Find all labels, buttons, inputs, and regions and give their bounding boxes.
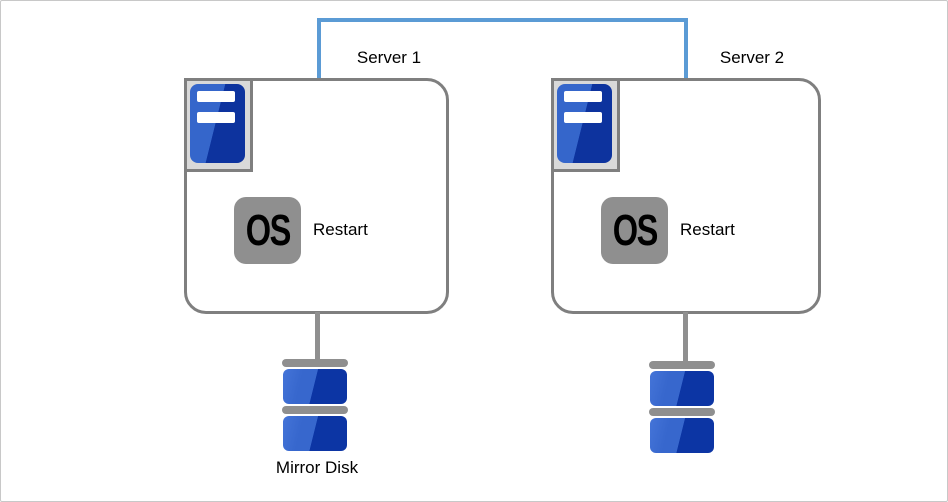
server-1-title: Server 1	[356, 48, 422, 67]
tower-slot-icon	[564, 112, 602, 123]
disk-spindle-bar	[282, 359, 348, 367]
interconnect-line-right-drop	[684, 18, 688, 78]
tower-slot-icon	[197, 112, 235, 123]
os-icon-label: OS	[245, 205, 291, 255]
disk-platter	[650, 418, 714, 453]
restart-label: Restart	[313, 220, 368, 239]
server-tower-icon	[184, 78, 253, 172]
server-tower-body	[190, 84, 245, 163]
disk-platter	[283, 416, 347, 451]
disk-spindle-bar	[649, 408, 715, 416]
mirror-disk-icon	[282, 359, 348, 451]
os-icon: OS	[234, 197, 301, 264]
tower-slot-icon	[564, 91, 602, 102]
server-1-box: OS Restart	[184, 78, 449, 314]
mirror-disk-label: Mirror Disk	[275, 458, 359, 477]
disk-spindle-bar	[282, 406, 348, 414]
mirror-disk-icon	[649, 361, 715, 453]
server-2-title: Server 2	[719, 48, 785, 67]
server-2-disk-connector	[683, 312, 688, 364]
tower-slot-icon	[197, 91, 235, 102]
disk-spindle-bar	[649, 361, 715, 369]
server-tower-body	[557, 84, 612, 163]
disk-platter	[650, 371, 714, 406]
server-1-disk-connector	[315, 312, 320, 362]
os-icon: OS	[601, 197, 668, 264]
server-tower-icon	[551, 78, 620, 172]
server-2-box: OS Restart	[551, 78, 821, 314]
interconnect-line-left-drop	[317, 18, 321, 78]
disk-platter	[283, 369, 347, 404]
interconnect-line-horizontal	[317, 18, 688, 22]
os-icon-label: OS	[612, 205, 658, 255]
restart-label: Restart	[680, 220, 735, 239]
